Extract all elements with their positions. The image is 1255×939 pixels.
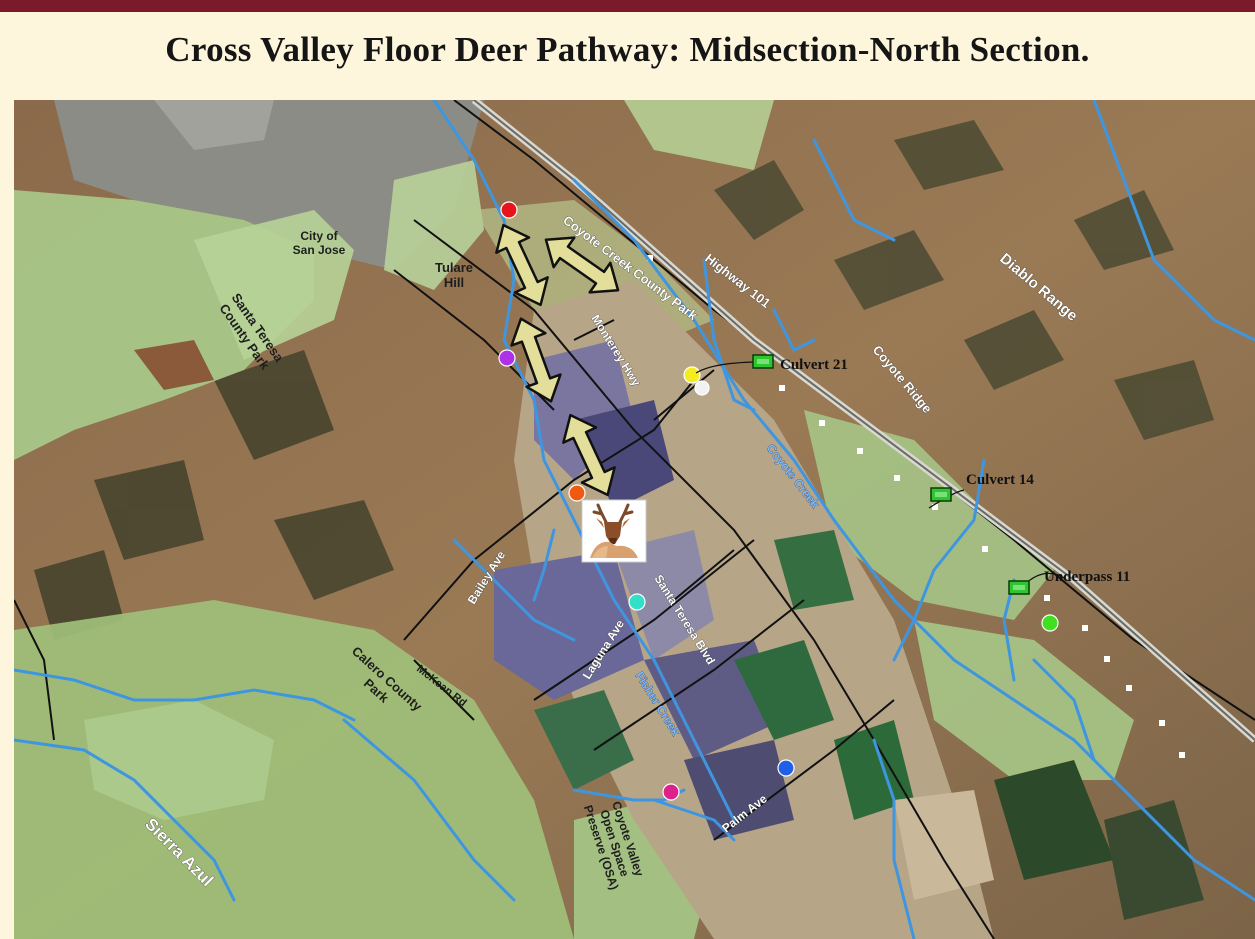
- aerial-map: City of San Jose Tulare Hill Santa Teres…: [14, 100, 1255, 939]
- marker-yellow: [683, 366, 701, 384]
- marker-magenta: [662, 783, 680, 801]
- label-city-line2: San Jose: [293, 243, 346, 257]
- urban-area: [54, 100, 484, 270]
- coyote-creek-greenbelt: [804, 410, 1054, 620]
- calero-park-area: [14, 600, 574, 939]
- diablo-ridges: [714, 120, 1214, 440]
- marker-purple: [498, 349, 516, 367]
- map-canvas: City of San Jose Tulare Hill Santa Teres…: [14, 100, 1255, 939]
- page-title: Cross Valley Floor Deer Pathway: Midsect…: [165, 30, 1090, 69]
- marker-orange: [568, 484, 586, 502]
- label-underpass-11: Underpass 11: [1044, 569, 1130, 585]
- point-markers: [498, 201, 1059, 801]
- label-tulare-line1: Tulare: [435, 260, 473, 275]
- double-arrow-icon: [544, 236, 620, 294]
- double-arrow-icon: [495, 223, 549, 307]
- deer-icon: [581, 499, 647, 563]
- urban-industrial: [154, 100, 274, 150]
- marker-green: [1041, 614, 1059, 632]
- calero-interior: [84, 700, 274, 820]
- park-patch: [194, 210, 354, 360]
- top-accent-bar: [0, 0, 1255, 12]
- crossing-markers: Culvert 21 Culvert 14 Underpass 11: [695, 354, 1130, 595]
- pathway-arrows: [495, 223, 620, 497]
- marker-white: [694, 380, 710, 396]
- highway-markers: [647, 255, 1185, 758]
- marker-blue: [777, 759, 795, 777]
- label-culvert-21: Culvert 21: [780, 357, 848, 373]
- south-greenbelt: [914, 620, 1134, 780]
- double-arrow-icon: [562, 413, 616, 497]
- label-culvert-14: Culvert 14: [966, 472, 1034, 488]
- west-hill-vegetation: [34, 350, 394, 640]
- valley-fields: [494, 280, 1204, 939]
- marker-teal: [628, 593, 646, 611]
- brown-patch: [134, 340, 214, 390]
- double-arrow-icon: [510, 317, 562, 403]
- label-tulare-line2: Hill: [444, 275, 464, 290]
- label-city-line1: City of: [300, 229, 338, 243]
- north-green-patch: [624, 100, 774, 170]
- tulare-hill-area: [384, 160, 484, 290]
- marker-red: [500, 201, 518, 219]
